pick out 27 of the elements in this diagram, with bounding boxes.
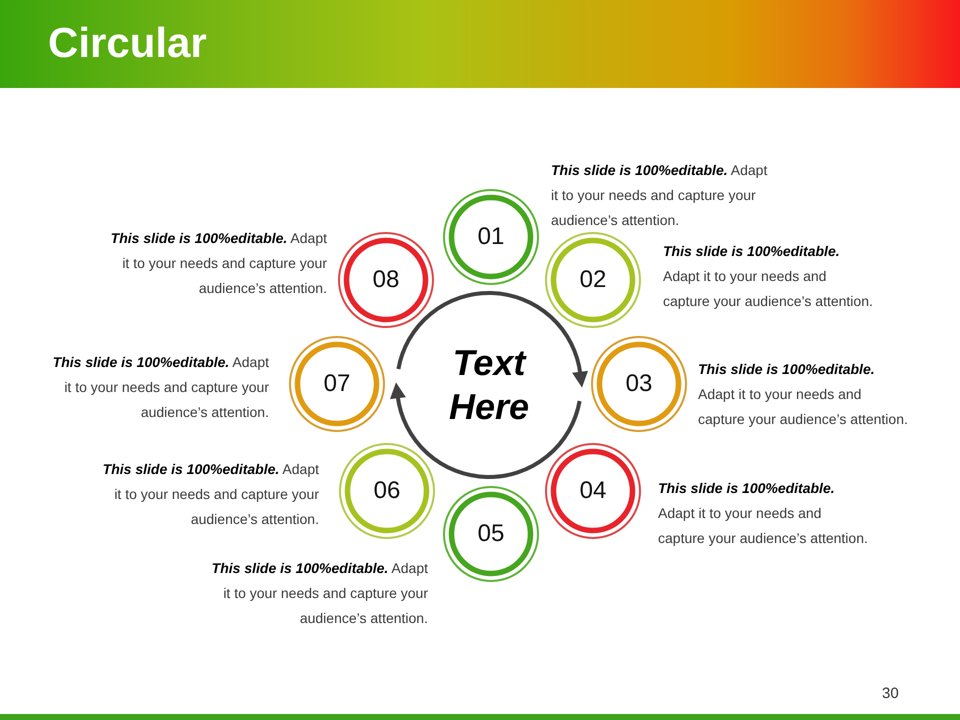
center-text: Text Here	[448, 341, 530, 429]
number-circle	[442, 485, 540, 583]
step-number: 07	[324, 370, 350, 398]
number-circle	[337, 231, 435, 329]
description-text: This slide is 100%editable. Adapt it to your needs and capture your audience’s attention.	[698, 360, 909, 429]
step-number: 01	[478, 223, 504, 251]
page-number: 30	[882, 685, 899, 703]
number-circle	[288, 335, 386, 433]
step-number: 05	[478, 520, 504, 548]
number-circle	[442, 188, 540, 286]
description-text: This slide is 100%editable. Adapt it to your needs and capture your audience’s attention.	[110, 229, 327, 298]
step-number: 04	[580, 477, 606, 505]
description-text: This slide is 100%editable. Adapt it to your needs and capture your audience’s attention.	[663, 242, 874, 311]
slide-title: Circular	[48, 19, 207, 67]
step-number: 08	[372, 266, 400, 294]
step-number: 02	[580, 266, 606, 294]
description-text: This slide is 100%editable. Adapt it to your needs and capture your audience’s attention.	[658, 479, 869, 548]
step-number: 03	[626, 370, 652, 398]
description-text: This slide is 100%editable. Adapt it to your needs and capture your audience’s attention.	[551, 161, 768, 230]
description-text: This slide is 100%editable. Adapt it to your needs and capture your audience’s attention.	[102, 460, 319, 529]
description-text: This slide is 100%editable. Adapt it to your needs and capture your audience’s attention.	[52, 353, 269, 422]
number-circle	[544, 231, 642, 329]
number-circle	[544, 442, 642, 540]
step-number: 06	[374, 477, 400, 505]
number-circle	[338, 442, 436, 540]
number-circle	[590, 335, 688, 433]
description-text: This slide is 100%editable. Adapt it to your needs and capture your audience’s attention.	[210, 559, 428, 628]
